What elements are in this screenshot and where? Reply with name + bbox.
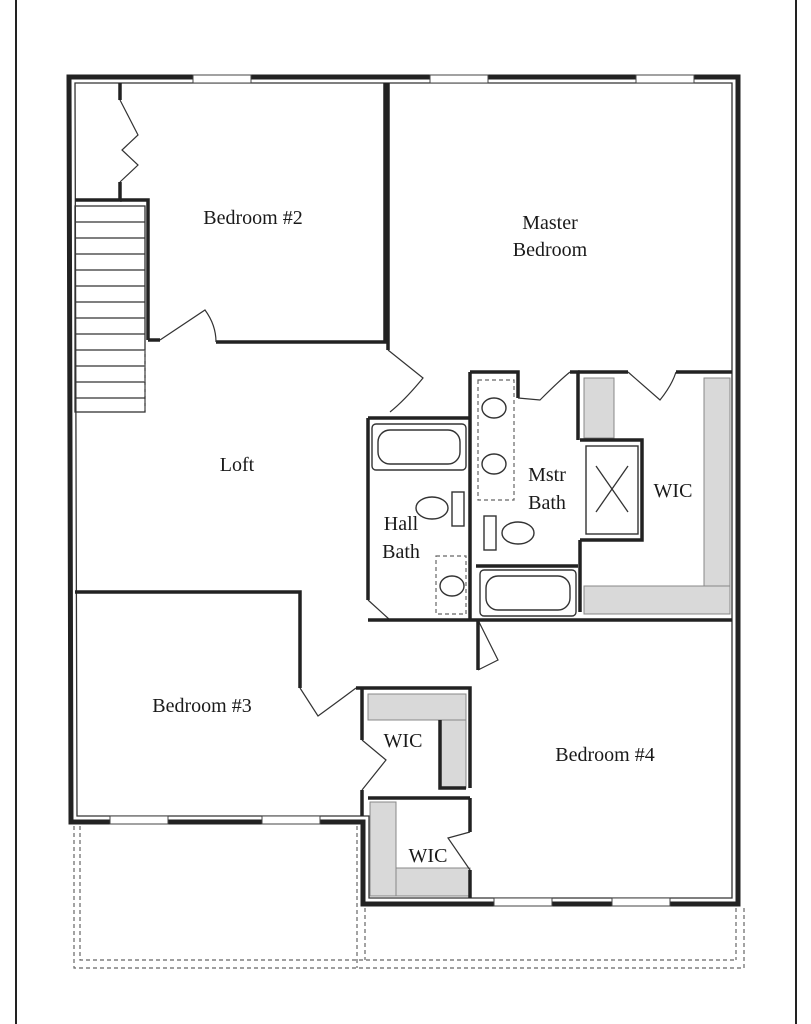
label-bedroom2: Bedroom #2	[203, 207, 302, 229]
master-walls	[386, 83, 732, 620]
core-walls	[368, 618, 732, 671]
bedroom3-walls	[75, 590, 472, 816]
label-hall-bath-2: Bath	[382, 541, 420, 563]
upper-wic-shelves	[367, 693, 467, 790]
label-mstr-bath-2: Bath	[528, 492, 566, 514]
label-mstr-bath-1: Mstr	[528, 464, 566, 486]
label-bedroom3: Bedroom #3	[152, 695, 251, 717]
master-bath-fixtures	[476, 379, 578, 617]
windows	[109, 74, 695, 907]
staircase	[74, 205, 146, 413]
bedroom2-walls	[75, 83, 387, 344]
lower-wic-shelves	[368, 796, 472, 898]
label-wic-lower: WIC	[409, 845, 448, 867]
exterior-walls	[66, 74, 741, 907]
hall-bath-fixtures	[366, 416, 470, 621]
label-hall-bath-1: Hall	[384, 513, 419, 535]
porch-outline	[73, 826, 745, 969]
label-wic-master: WIC	[654, 480, 693, 502]
master-wic-shelves	[578, 377, 731, 615]
label-bedroom4: Bedroom #4	[555, 744, 654, 766]
label-master-1: Master	[522, 212, 578, 234]
label-master-2: Bedroom	[513, 239, 588, 261]
label-wic-upper: WIC	[384, 730, 423, 752]
shower	[585, 445, 639, 535]
label-loft: Loft	[220, 454, 255, 476]
